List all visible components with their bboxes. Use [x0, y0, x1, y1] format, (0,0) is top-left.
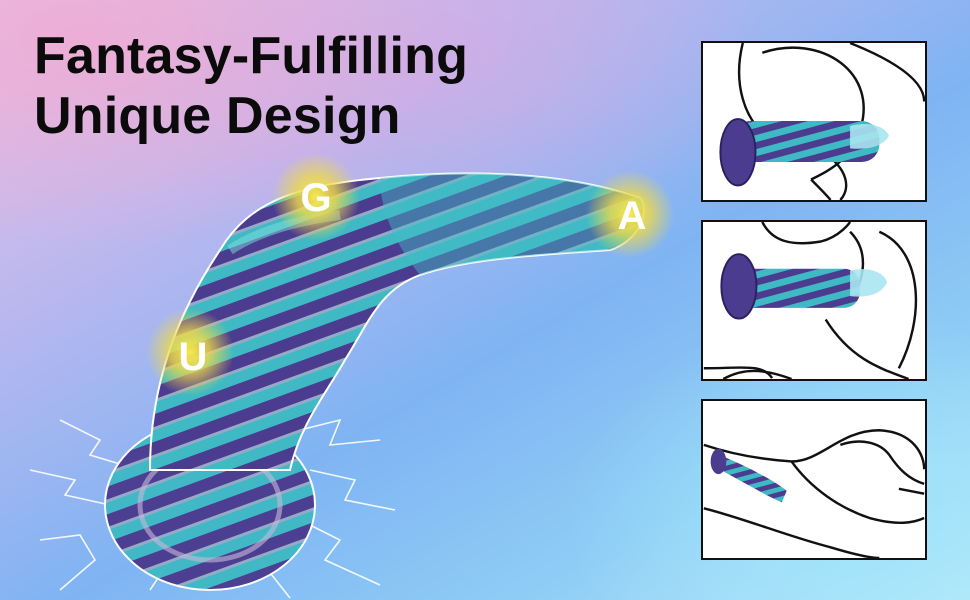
- zone-a-label: A: [618, 194, 647, 238]
- headline: Fantasy-Fulfilling Unique Design: [34, 26, 468, 146]
- panel-3-line-art: [703, 429, 925, 558]
- headline-line-1: Fantasy-Fulfilling: [34, 27, 469, 85]
- panel-2-line-art: [703, 222, 918, 379]
- zone-g-label: G: [300, 176, 331, 220]
- zone-u-marker: U: [146, 308, 234, 396]
- position-panel-1: [701, 41, 927, 202]
- zone-a-marker: A: [586, 170, 674, 258]
- position-panel-3: [701, 399, 927, 560]
- product-illustration: G A U: [29, 153, 674, 599]
- zone-g-marker: G: [272, 153, 360, 241]
- headline-line-2: Unique Design: [34, 87, 401, 145]
- panel-1-line-art: [719, 43, 925, 200]
- lightning-effect: [29, 418, 396, 599]
- zone-u-label: U: [179, 335, 208, 379]
- position-panel-2: [701, 220, 927, 381]
